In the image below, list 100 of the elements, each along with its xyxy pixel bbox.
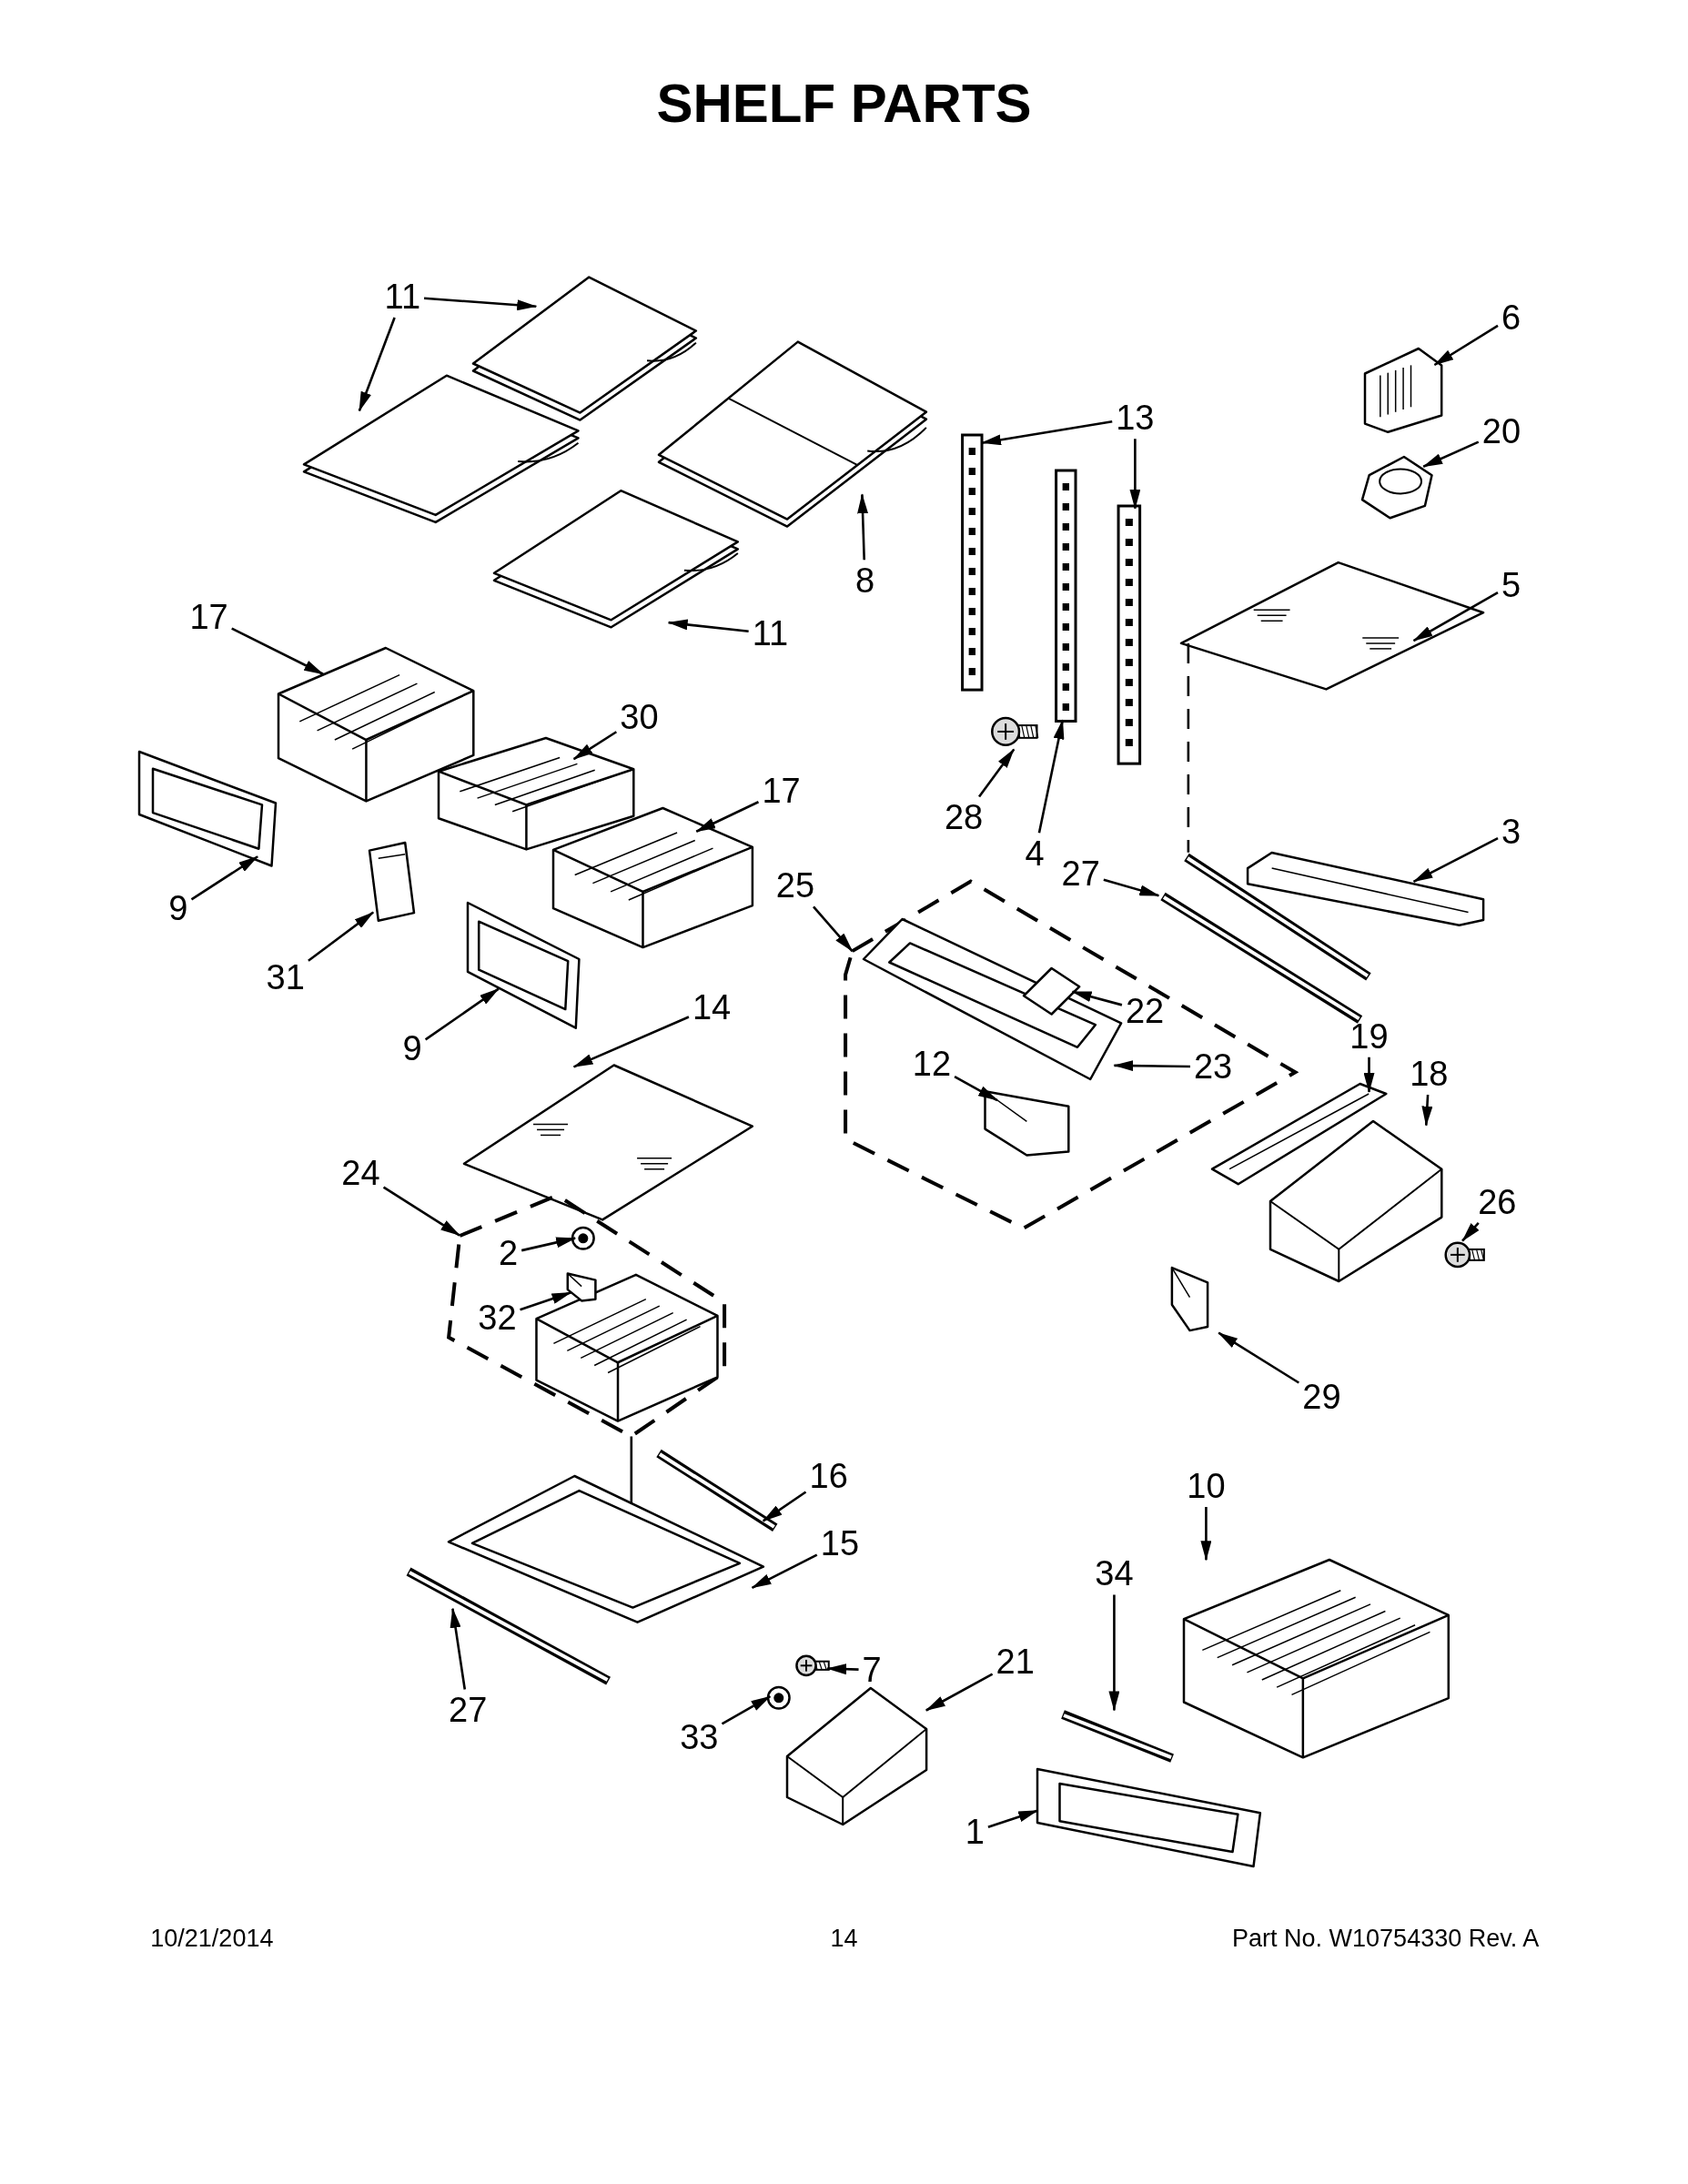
- leader-line: [667, 619, 749, 633]
- callout-number: 13: [1116, 400, 1155, 436]
- callout-number: 17: [189, 600, 228, 634]
- date-label: 10/21/2014: [150, 1926, 274, 1952]
- alignment-line: [1187, 643, 1190, 853]
- leader-line: [1037, 719, 1065, 834]
- filter-drawing: [1364, 348, 1442, 432]
- callout-number: 27: [1061, 855, 1100, 891]
- page-number: 14: [830, 1926, 858, 1952]
- drawer-front-drawing: [1037, 1768, 1261, 1866]
- callout-number: 7: [862, 1653, 882, 1688]
- leader-line: [857, 493, 869, 561]
- leader-line: [1113, 1060, 1190, 1072]
- leader-line: [424, 987, 500, 1041]
- leader-line: [762, 1491, 807, 1522]
- bracket-assembly-drawing: [786, 1688, 926, 1825]
- callout-number: 32: [478, 1299, 517, 1335]
- callout-number: 23: [1193, 1049, 1233, 1085]
- crisper-bin-drawing: [439, 738, 634, 850]
- part-number-label: Part No. W10754330 Rev. A: [1232, 1926, 1540, 1952]
- callout-number: 28: [945, 800, 984, 835]
- leader-line: [231, 627, 324, 675]
- callout-number: 11: [384, 279, 421, 314]
- leader-line: [721, 1695, 772, 1725]
- callout-number: 30: [620, 700, 659, 735]
- callout-number: 31: [266, 960, 305, 996]
- leader-line: [358, 317, 396, 412]
- cap-drawing: [1361, 457, 1432, 519]
- bracket-assembly-drawing: [1269, 1121, 1442, 1282]
- leader-line: [423, 297, 538, 311]
- callout-number: 8: [854, 563, 874, 599]
- leader-line: [521, 1237, 577, 1252]
- callout-number: 10: [1187, 1469, 1226, 1504]
- callout-number: 20: [1481, 414, 1521, 450]
- callout-number: 5: [1501, 567, 1521, 602]
- leader-line: [987, 1809, 1039, 1829]
- knob-drawing: [765, 1684, 792, 1711]
- callout-number: 25: [775, 868, 815, 904]
- leader-line: [190, 855, 258, 901]
- page-title: SHELF PARTS: [656, 76, 1032, 131]
- callout-number: 4: [1025, 836, 1045, 872]
- callout-number: 19: [1349, 1018, 1389, 1054]
- callout-number: 27: [449, 1693, 488, 1728]
- leader-line: [981, 420, 1113, 446]
- leader-line: [520, 1291, 572, 1311]
- leader-line: [1422, 440, 1480, 468]
- leader-line: [1108, 1594, 1120, 1712]
- callout-number: 16: [809, 1459, 848, 1494]
- callout-number: 11: [752, 616, 789, 652]
- cover-drawing: [369, 842, 414, 921]
- leader-line: [954, 1076, 998, 1102]
- leader-line: [695, 801, 760, 833]
- leader-line: [1433, 324, 1499, 367]
- drawer-front-drawing: [468, 902, 580, 1028]
- callout-number: 6: [1501, 299, 1521, 335]
- callout-number: 9: [402, 1031, 422, 1067]
- leader-line: [1218, 1331, 1299, 1384]
- leader-line: [1200, 1507, 1212, 1562]
- leader-line: [977, 748, 1016, 798]
- callout-number: 26: [1478, 1184, 1517, 1219]
- leader-line: [1461, 1221, 1480, 1242]
- leader-line: [1071, 990, 1123, 1006]
- leader-line: [572, 1016, 690, 1068]
- leader-line: [1363, 1057, 1375, 1093]
- leader-line: [308, 911, 374, 962]
- leader-line: [813, 905, 854, 953]
- crisper-bin-drawing: [278, 647, 474, 802]
- leader-line: [1103, 878, 1160, 897]
- housing-drawing: [863, 919, 1122, 1080]
- callout-number: 17: [762, 774, 801, 809]
- callout-number: 22: [1125, 994, 1165, 1029]
- callout-number: 33: [680, 1719, 719, 1754]
- slide-rail-drawing: [1211, 1083, 1386, 1184]
- drawer-drawing: [1183, 1560, 1449, 1758]
- cover-plate-drawing: [1023, 967, 1080, 1015]
- callout-number: 14: [692, 989, 732, 1025]
- leader-line: [751, 1553, 818, 1589]
- callout-number: 24: [341, 1155, 380, 1190]
- callout-number: 9: [168, 890, 188, 925]
- leader-line: [1412, 837, 1499, 883]
- tray-frame-drawing: [448, 1476, 763, 1623]
- callout-number: 21: [996, 1643, 1035, 1679]
- leader-line: [382, 1186, 460, 1237]
- leader-line: [826, 1663, 859, 1675]
- leader-line: [925, 1673, 994, 1712]
- leader-line: [572, 731, 618, 761]
- callout-number: 3: [1501, 814, 1521, 849]
- drawer-front-drawing: [139, 752, 277, 866]
- callout-number: 29: [1302, 1380, 1341, 1415]
- callout-number: 2: [499, 1236, 519, 1271]
- callout-number: 1: [965, 1814, 985, 1849]
- callout-number: 12: [912, 1046, 952, 1082]
- callout-number: 18: [1410, 1057, 1449, 1092]
- leader-line: [1129, 439, 1141, 510]
- alignment-line: [630, 1436, 633, 1504]
- leader-line: [450, 1607, 467, 1690]
- crisper-bin-drawing: [552, 807, 753, 947]
- rail-drawing: [958, 434, 986, 690]
- callout-number: 34: [1095, 1556, 1134, 1592]
- callout-number: 15: [820, 1525, 860, 1561]
